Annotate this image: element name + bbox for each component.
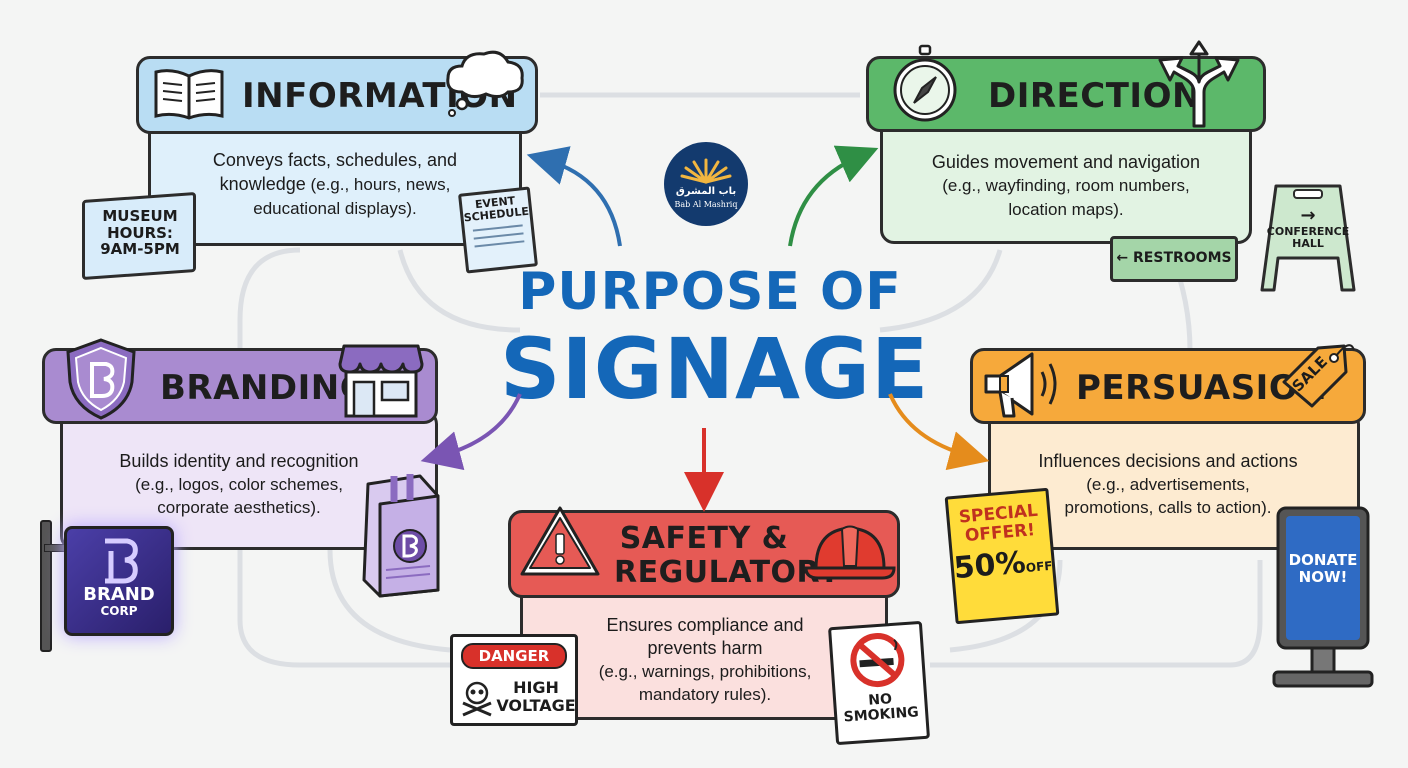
safety-line3: (e.g., warnings, prohibitions, xyxy=(598,662,812,681)
megaphone-icon xyxy=(984,352,1057,418)
thought-bubble-icon xyxy=(446,50,524,117)
right-arrow-icon: → xyxy=(1300,205,1316,226)
storefront-icon xyxy=(338,344,424,418)
sale-tag-icon xyxy=(1282,344,1355,408)
brand-b-logo-icon xyxy=(105,538,138,584)
direction-card-body xyxy=(880,118,1252,244)
arrow-to-persuasion xyxy=(888,393,990,471)
information-line3: educational displays). xyxy=(253,199,417,218)
voltage-line2: VOLTAGE xyxy=(496,695,576,715)
conference-hall-text: → CONFERENCE HALL xyxy=(1262,206,1354,250)
logo-latin: Bab Al Mashriq xyxy=(674,200,738,209)
brand-line1: BRAND xyxy=(83,584,155,605)
brand-corp-sign: BRAND CORP xyxy=(64,526,174,636)
safety-description: Ensures compliance and prevents harm (e.… xyxy=(560,614,850,706)
museum-line1: MUSEUM xyxy=(102,207,178,225)
conference-line1: CONFERENCE xyxy=(1266,224,1350,238)
danger-sign: DANGER HIGH VOLTAGE xyxy=(450,634,578,726)
no-smoking-icon xyxy=(850,633,905,688)
museum-hours-text: MUSEUM HOURS: 9AM-5PM xyxy=(88,208,192,258)
persuasion-line2: (e.g., advertisements, xyxy=(1086,475,1250,494)
museum-line3: 9AM-5PM xyxy=(100,240,180,258)
brand-line2: CORP xyxy=(100,603,138,618)
persuasion-line3: promotions, calls to action). xyxy=(1064,498,1272,517)
danger-label: DANGER xyxy=(478,647,550,665)
direction-title: DIRECTION xyxy=(988,76,1201,116)
donate-kiosk xyxy=(1272,506,1374,688)
center-title-line1: PURPOSE OF xyxy=(518,262,902,322)
danger-banner: DANGER xyxy=(461,643,567,669)
skull-icon xyxy=(462,681,492,717)
arrow-to-direction xyxy=(788,145,879,247)
shield-logo-icon xyxy=(66,338,136,420)
direction-line2: (e.g., wayfinding, room numbers, xyxy=(942,176,1190,195)
safety-line2: prevents harm xyxy=(647,638,763,658)
branding-title: BRANDING xyxy=(160,368,369,408)
branded-package-icon xyxy=(362,474,440,598)
branding-line3: corporate aesthetics). xyxy=(157,498,321,517)
museum-line2: HOURS: xyxy=(107,223,173,242)
persuasion-line1: Influences decisions and actions xyxy=(1038,451,1298,471)
safety-card-body xyxy=(520,574,888,720)
information-description: Conveys facts, schedules, and knowledge … xyxy=(160,148,510,221)
donate-line2: NOW! xyxy=(1298,567,1348,586)
hard-hat-icon xyxy=(804,525,896,580)
logo-arabic: باب المشرق xyxy=(675,186,737,197)
brand-sign-bracket xyxy=(40,520,52,652)
center-title-line2: SIGNAGE xyxy=(500,320,930,418)
direction-line1: Guides movement and navigation xyxy=(931,152,1201,172)
conference-line2: HALL xyxy=(1292,236,1324,250)
donate-text: DONATE NOW! xyxy=(1288,552,1358,585)
voltage-line1: HIGH xyxy=(513,678,559,697)
restrooms-sign: ← RESTROOMS xyxy=(1110,236,1238,282)
book-icon xyxy=(154,69,224,120)
safety-line1: Ensures compliance and xyxy=(606,615,804,635)
conference-hall-sign xyxy=(1260,184,1356,292)
safety-line4: mandatory rules). xyxy=(638,685,772,704)
persuasion-description: Influences decisions and actions (e.g., … xyxy=(1006,450,1330,519)
sunrise-logo-icon xyxy=(680,158,732,184)
branding-line1: Builds identity and recognition xyxy=(119,451,359,471)
direction-line3: location maps). xyxy=(1008,200,1124,219)
split-arrows-icon xyxy=(1158,40,1240,128)
no-smoking-sign: NO SMOKING xyxy=(827,620,931,746)
safety-title-line1: SAFETY & xyxy=(619,521,789,556)
persuasion-title: PERSUASION xyxy=(1076,368,1328,408)
direction-description: Guides movement and navigation (e.g., wa… xyxy=(890,150,1242,222)
branding-description: Builds identity and recognition (e.g., l… xyxy=(74,450,404,519)
arrow-to-branding xyxy=(420,393,522,471)
safety-title: SAFETY & REGULATORY xyxy=(614,521,840,590)
arrow-to-information xyxy=(526,146,622,247)
information-line2a: knowledge xyxy=(219,174,306,194)
donate-line1: DONATE xyxy=(1288,551,1358,569)
compass-icon xyxy=(893,44,957,122)
left-arrow-icon: ← xyxy=(1116,250,1134,266)
information-line1: Conveys facts, schedules, and xyxy=(212,150,458,170)
information-line2b: (e.g., hours, news, xyxy=(305,175,451,194)
brand-logo: باب المشرق Bab Al Mashriq xyxy=(664,142,748,226)
restrooms-label: RESTROOMS xyxy=(1133,250,1232,266)
branding-line2: (e.g., logos, color schemes, xyxy=(135,475,343,494)
warning-triangle-icon xyxy=(520,506,600,576)
